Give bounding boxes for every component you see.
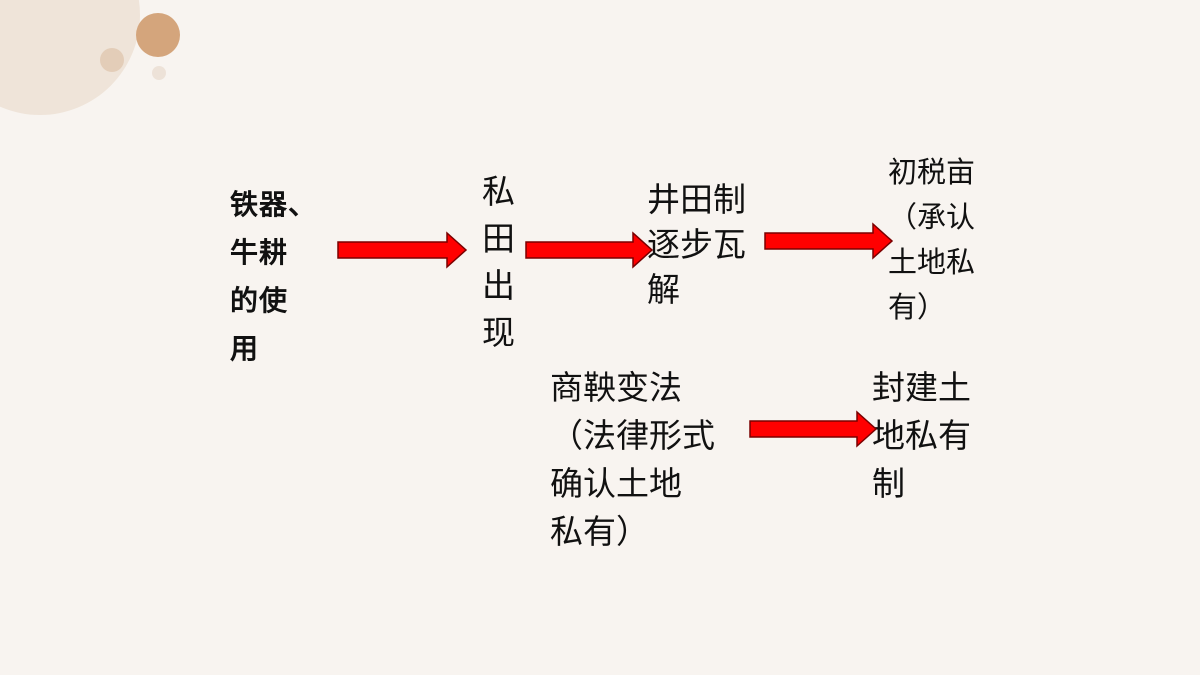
decorative-circle-tiny bbox=[152, 66, 166, 80]
arrow-jingtian-to-tax bbox=[764, 222, 894, 260]
arrow-iron-to-private bbox=[337, 231, 468, 269]
arrow-shang-to-feudal bbox=[749, 410, 878, 448]
decorative-circle-medium bbox=[136, 13, 180, 57]
node-jingtian-collapse: 井田制 逐步瓦 解 bbox=[647, 180, 746, 309]
node-chushui-mu: 初税亩 （承认 土地私 有） bbox=[888, 155, 976, 324]
node-iron-tools: 铁器、 牛耕 的使 用 bbox=[230, 188, 318, 365]
arrow-private-to-jingtian bbox=[525, 231, 654, 269]
node-private-land: 私 田 出 现 bbox=[482, 172, 515, 352]
decorative-circle-small bbox=[100, 48, 124, 72]
node-shang-yang-reform: 商鞅变法 （法律形式 确认土地 私有） bbox=[550, 368, 715, 551]
node-feudal-private-ownership: 封建土 地私有 制 bbox=[872, 368, 971, 503]
